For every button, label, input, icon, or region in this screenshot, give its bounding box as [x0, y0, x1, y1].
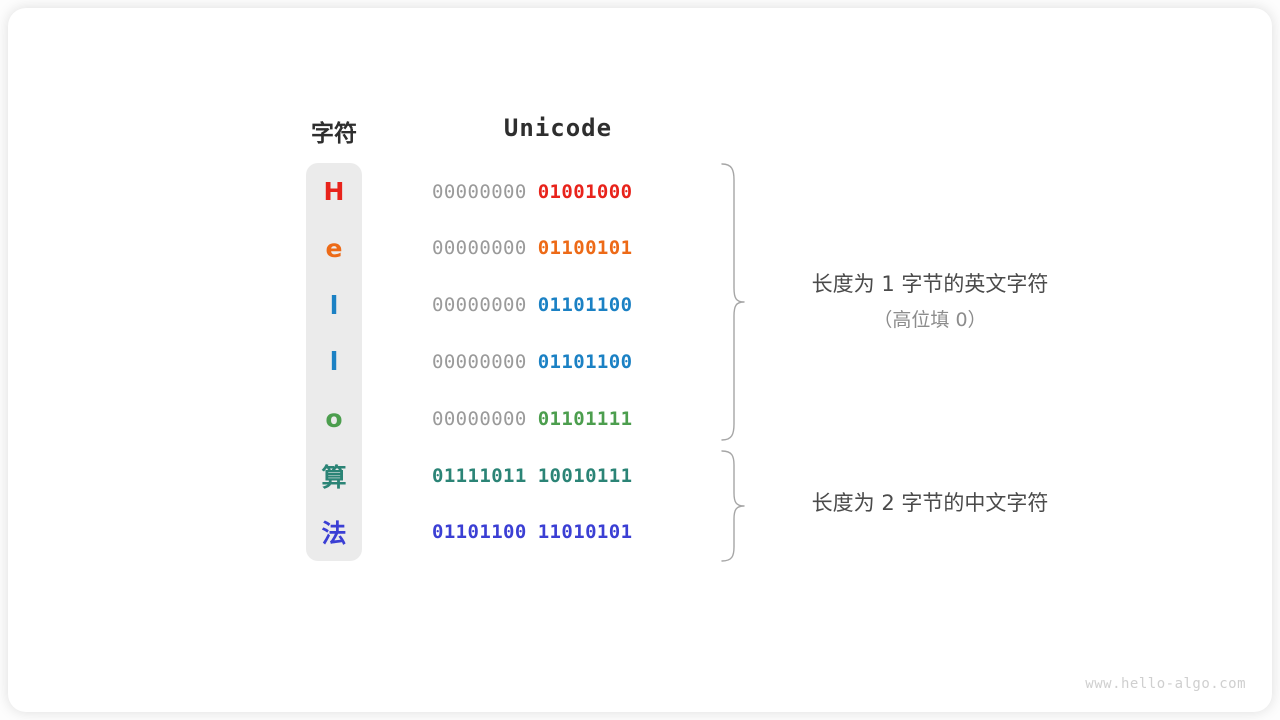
grouping-braces [721, 163, 745, 562]
binary-high-byte: 01101100 [432, 521, 527, 544]
binary-row: 00000000 01101100 [432, 277, 688, 334]
binary-row: 00000000 01101111 [432, 390, 688, 447]
binary-low-byte: 11010101 [537, 521, 633, 544]
character-cell: o [325, 404, 343, 434]
binary-low-byte: 10010111 [537, 464, 633, 487]
column-header-unicode: Unicode [503, 114, 613, 142]
binary-row: 00000000 01001000 [432, 163, 688, 220]
binary-high-byte: 00000000 [432, 180, 527, 203]
character-cell: 算 [321, 462, 347, 492]
annotation-cjk-main: 长度为 2 字节的中文字符 [811, 491, 1049, 515]
binary-row: 01101100 11010101 [432, 504, 688, 561]
watermark-url: www.hello-algo.com [1085, 676, 1246, 692]
annotation-ascii-main: 长度为 1 字节的英文字符 [811, 272, 1049, 296]
binary-high-byte: 00000000 [432, 294, 527, 317]
brace-ascii-group [721, 163, 745, 441]
brace-cjk-group [721, 450, 745, 562]
binary-high-byte: 00000000 [432, 237, 527, 260]
character-cell: e [325, 233, 343, 263]
character-cell: l [329, 347, 339, 377]
binary-high-byte: 00000000 [432, 407, 527, 430]
binary-low-byte: 01101111 [537, 407, 633, 430]
binary-low-byte: 01101100 [537, 294, 633, 317]
character-column-strip [306, 163, 362, 561]
annotation-ascii-sub: （高位填 0） [873, 309, 987, 331]
binary-low-byte: 01100101 [537, 237, 633, 260]
binary-row: 00000000 01101100 [432, 333, 688, 390]
binary-low-byte: 01101100 [537, 350, 633, 373]
character-cell: l [329, 290, 339, 320]
figure-card [8, 8, 1272, 712]
column-header-character: 字符 [311, 120, 357, 146]
character-cell: 法 [321, 519, 347, 549]
annotation-cjk-group: 长度为 2 字节的中文字符 [760, 487, 1100, 517]
binary-high-byte: 00000000 [432, 350, 527, 373]
binary-high-byte: 01111011 [432, 464, 527, 487]
binary-row: 00000000 01100101 [432, 220, 688, 277]
binary-low-byte: 01001000 [537, 180, 633, 203]
annotation-ascii-group: 长度为 1 字节的英文字符 （高位填 0） [760, 268, 1100, 332]
character-cell: H [323, 177, 345, 206]
binary-row: 01111011 10010111 [432, 447, 688, 504]
